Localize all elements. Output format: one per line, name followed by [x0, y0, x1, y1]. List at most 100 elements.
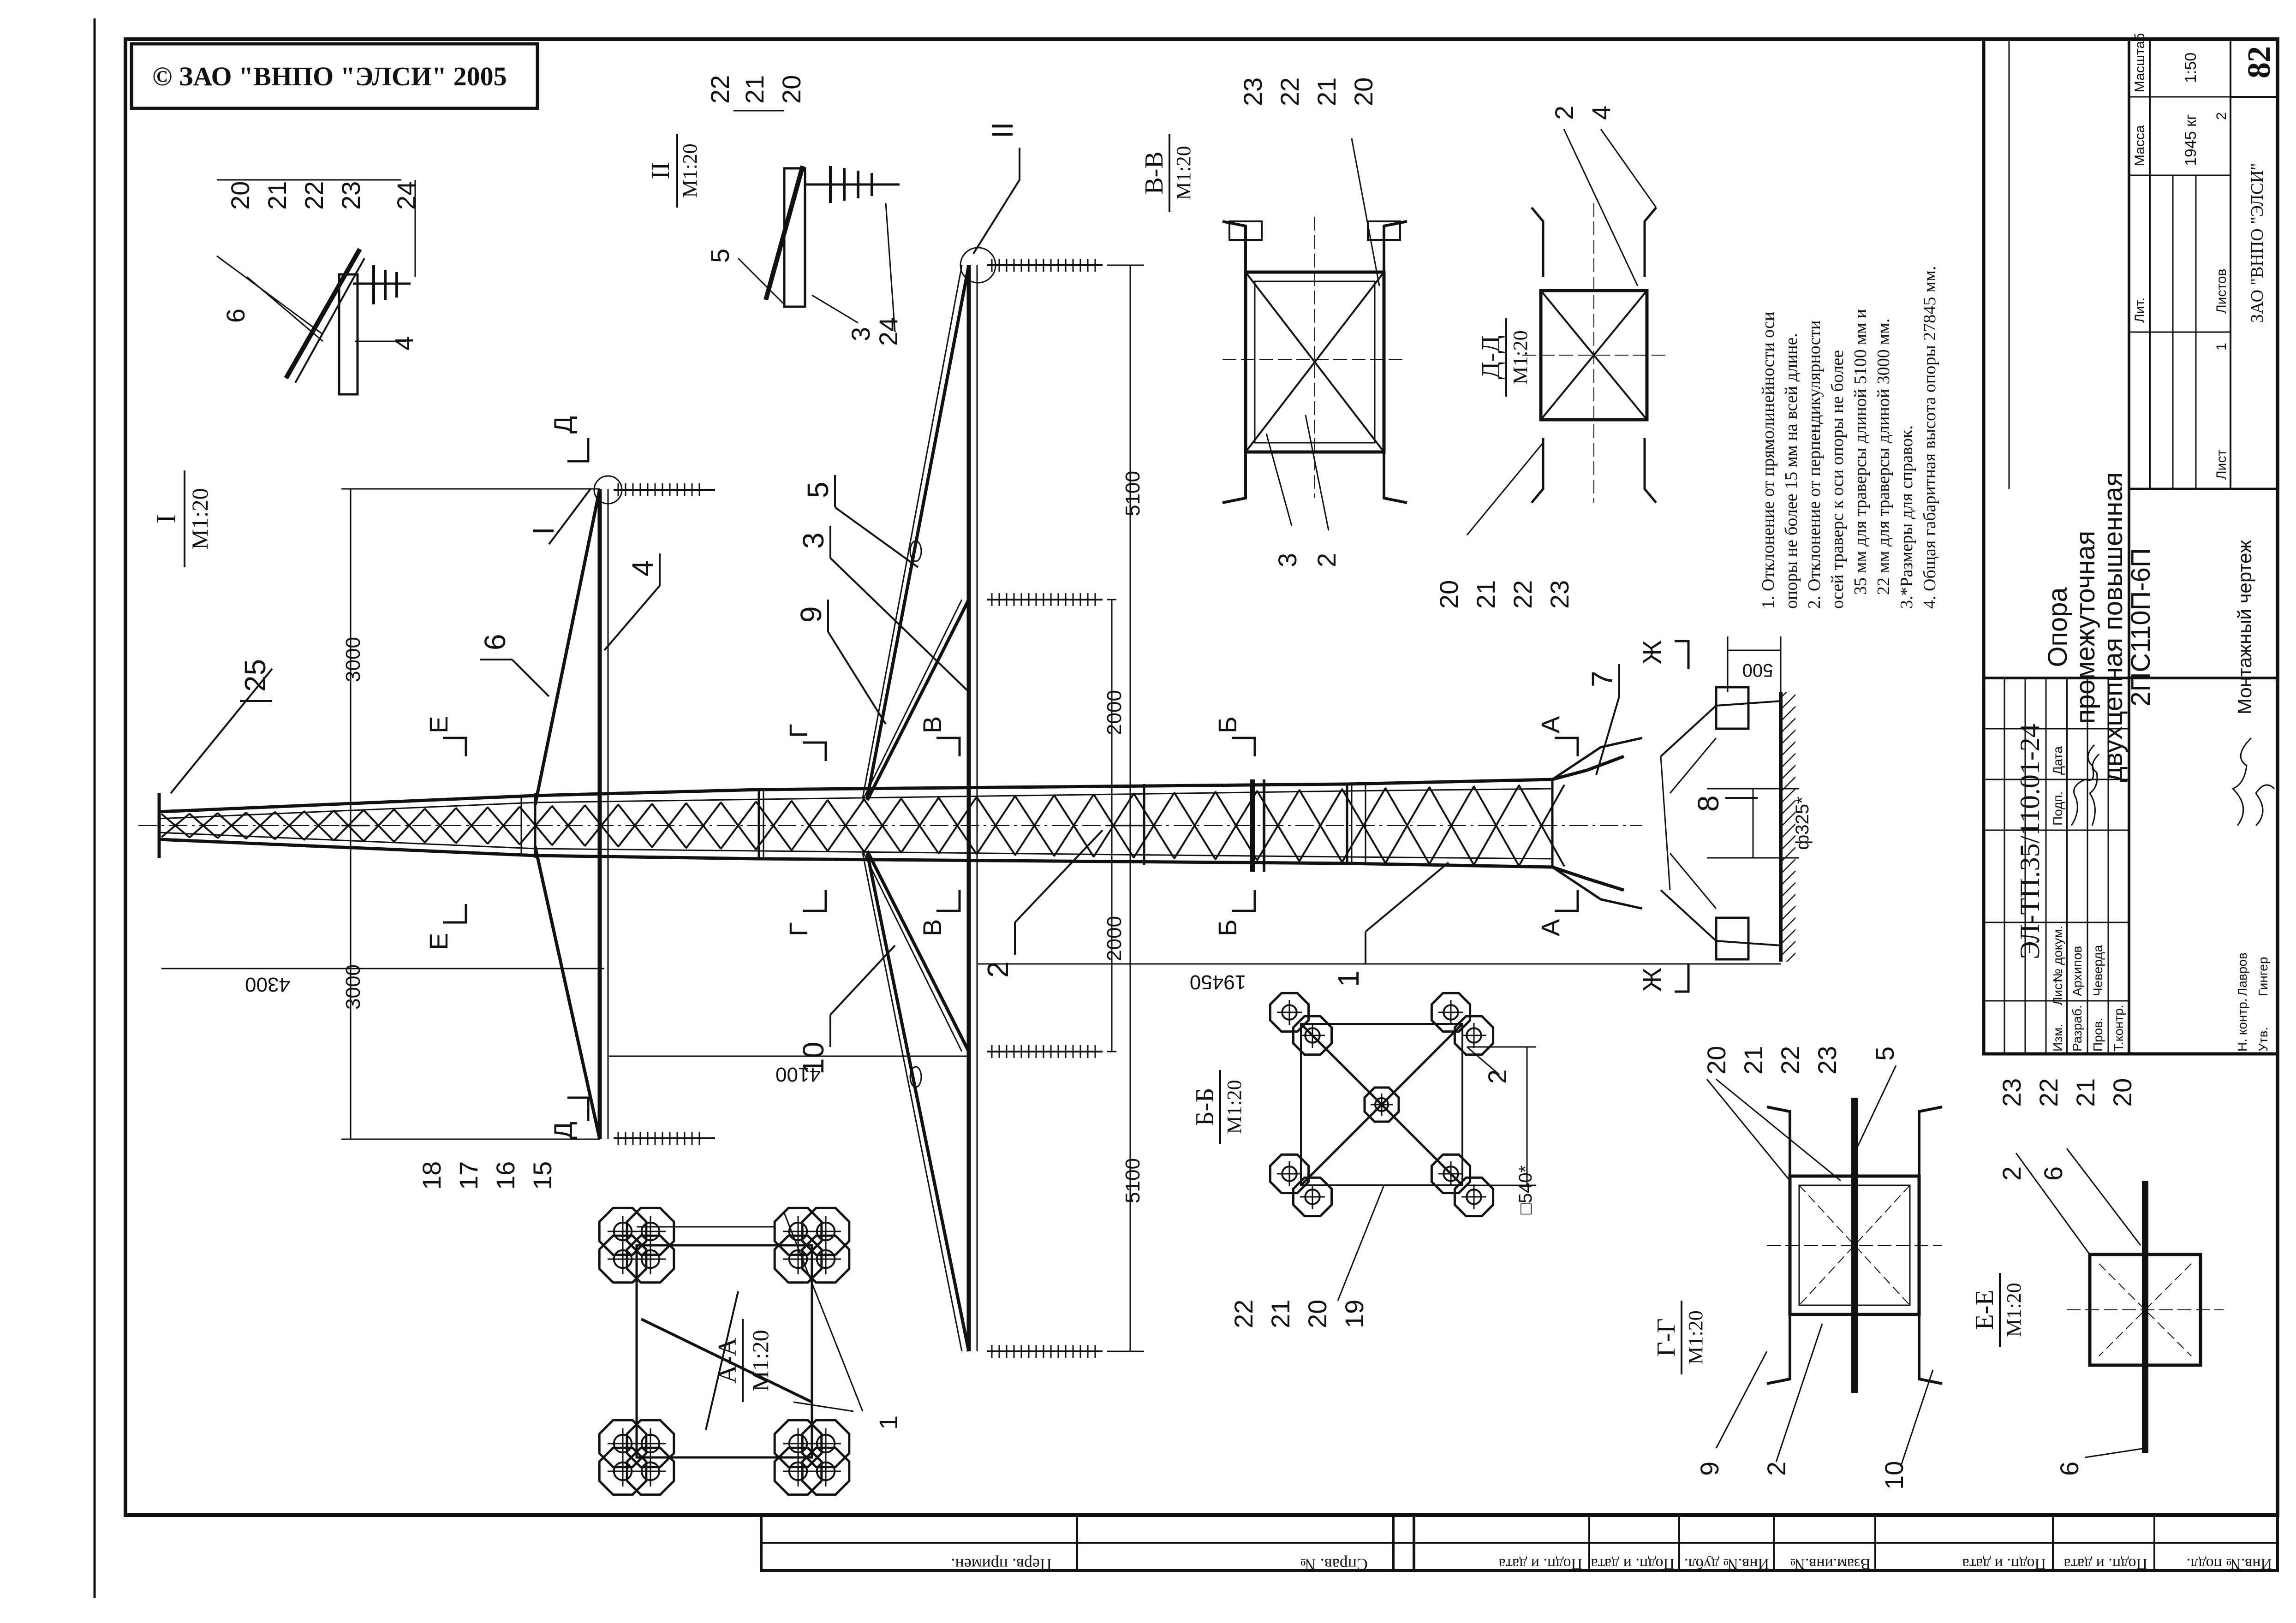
callout-number: 19: [1340, 1300, 1369, 1328]
bottom-stamp: [760, 1514, 2279, 1572]
callout-number: 25: [239, 659, 272, 692]
change-header: Изм.: [2051, 1024, 2065, 1052]
detail-I: [216, 179, 416, 396]
callout-number: 2: [1483, 1070, 1512, 1084]
tower-body: [138, 755, 1642, 892]
view-title: Д-Д: [1477, 335, 1505, 379]
note-line: 22 мм для траверсы длиной 3000 мм.: [1874, 318, 1893, 595]
callout-number: I: [527, 527, 560, 535]
title-line: двухцепная повышенная: [2098, 472, 2128, 782]
role-label: Т.контр.: [2111, 1005, 2126, 1052]
view-title: Б-Б: [1191, 1088, 1219, 1126]
view-scale: М1:20: [679, 143, 701, 197]
section-letter: В: [918, 919, 947, 936]
title-line: Опора: [2043, 587, 2073, 667]
section-EE-callouts: 23 22 21 20 2 6 6 Е-Е М1:20: [1970, 1078, 2137, 1476]
copyright-text: © ЗАО "ВНПО "ЭЛСИ" 2005: [152, 61, 507, 91]
callout-number: 10: [1879, 1461, 1908, 1490]
stamp-label: Справ. №: [1300, 1555, 1368, 1574]
role-label: Утв.: [2256, 1027, 2270, 1052]
upper-crossarm: [533, 475, 715, 1140]
note-line: 1. Отклонение от прямолинейности оси: [1759, 312, 1778, 609]
callout-number: 22: [705, 75, 734, 104]
section-DD-callouts: 2 4 20 21 22 23 Д-Д М1:20: [1434, 106, 1616, 609]
stamp-label: Инв.№ дубл.: [1684, 1555, 1769, 1572]
callout-number: 8: [1692, 795, 1725, 812]
dimension-value: 4300: [245, 973, 290, 996]
lower-crossarm: [862, 247, 1103, 1352]
view-scale: М1:20: [1684, 1310, 1707, 1364]
section-letter: Г: [784, 724, 813, 738]
organization-label: ЗАО "ВНПО "ЭЛСИ": [2248, 163, 2267, 323]
dimensions: [161, 264, 1799, 1352]
view-title: А-А: [713, 1338, 742, 1384]
sheet-label: Лист: [2214, 450, 2229, 480]
role-name: Чеверда: [2091, 945, 2105, 996]
role-label: Н. контр.: [2235, 998, 2249, 1052]
note-line: осей траверс к оси опоры не более: [1828, 350, 1847, 609]
callout-number: 21: [1739, 1046, 1768, 1075]
callout-number: 21: [1266, 1300, 1295, 1328]
dimension-value: 19450: [1190, 971, 1246, 993]
note-line: 4. Общая габаритная высота опоры 27845 м…: [1920, 266, 1939, 609]
mass-label: Масса: [2132, 125, 2147, 166]
callout-number: 6: [2039, 1166, 2068, 1181]
callout-number: 4: [1586, 106, 1616, 120]
section-AA: [598, 1207, 864, 1496]
sheet-frame: [93, 18, 2279, 1598]
sheet-value: 1: [2214, 343, 2229, 351]
callout-number: 16: [491, 1161, 520, 1190]
section-letter: А: [1536, 919, 1565, 936]
note-line: 3.*Размеры для справок.: [1897, 425, 1916, 609]
callout-number: 2: [1762, 1462, 1791, 1476]
detail-II: [734, 110, 900, 333]
callout-number: 3: [846, 327, 875, 341]
view-scale: М1:20: [747, 1330, 773, 1391]
callout-number: 17: [454, 1161, 483, 1190]
callout-number: 1: [874, 1415, 903, 1430]
callout-number: 1: [1332, 970, 1365, 987]
document-code: ЭЛ-ТП.35/110.01-24: [2015, 724, 2045, 959]
bottom-stamp-labels: Перв. примен. Справ. № Подп. и дата Подп…: [951, 1555, 2272, 1574]
section-letter: Ж: [1637, 968, 1666, 992]
dimension-value: □540*: [1515, 1165, 1536, 1214]
callout-number: 6: [2055, 1462, 2084, 1476]
section-letter: Б: [1213, 716, 1242, 733]
main-callouts: 25 6 4 I II 5 3 9 10 2 1 7 8: [239, 122, 1725, 1075]
callout-number: 4: [626, 560, 659, 577]
callout-number: 2: [1997, 1166, 2026, 1181]
dimension-value: 2000: [1103, 916, 1126, 961]
stamp-label: Подп. и дата: [1591, 1555, 1675, 1572]
stamp-label: Подп. и дата: [1962, 1555, 2046, 1572]
section-AA-callouts: 18 17 16 15 1 А-А М1:20: [417, 1161, 903, 1430]
detail-I-callouts: 20 21 22 23 24 6 4 I М1:20: [151, 181, 421, 567]
scale-value: 1:50: [2182, 53, 2200, 83]
callout-number: 21: [262, 181, 292, 210]
view-title: Е-Е: [1970, 1290, 1999, 1330]
dimension-values: 4300 3000 3000 4100 19450 5100 5100 2000…: [245, 471, 1813, 1214]
callout-number: 21: [1471, 580, 1500, 609]
role-name: Архипов: [2070, 946, 2084, 996]
role-name: Гингер: [2256, 957, 2270, 996]
callout-number: II: [986, 122, 1019, 138]
section-letter: Б: [1213, 919, 1242, 936]
dimension-value: 2000: [1103, 690, 1126, 735]
foundation: [1551, 686, 1795, 962]
role-label: Разраб.: [2070, 1005, 2084, 1052]
notes: 1. Отклонение от прямолинейности оси опо…: [1759, 266, 1939, 609]
callout-number: 20: [1349, 77, 1378, 106]
view-scale: М1:20: [1509, 330, 1532, 384]
view-scale: М1:20: [187, 488, 213, 549]
callout-number: 5: [705, 249, 734, 263]
callout-number: 20: [226, 181, 255, 210]
callout-number: 2: [1312, 553, 1341, 567]
callout-number: 10: [797, 1042, 830, 1075]
dimension-value: 5100: [1121, 471, 1144, 516]
callout-number: 9: [794, 606, 828, 623]
section-BB-callouts: 22 21 20 19 2 Б-Б М1:20: [1191, 1070, 1512, 1328]
callout-number: 23: [1813, 1046, 1842, 1075]
scale-label: Масштаб: [2132, 33, 2147, 92]
stamp-label: Подп. и дата: [1498, 1555, 1582, 1572]
callout-number: 2: [981, 961, 1014, 978]
dimension-value: 3000: [342, 964, 364, 1010]
